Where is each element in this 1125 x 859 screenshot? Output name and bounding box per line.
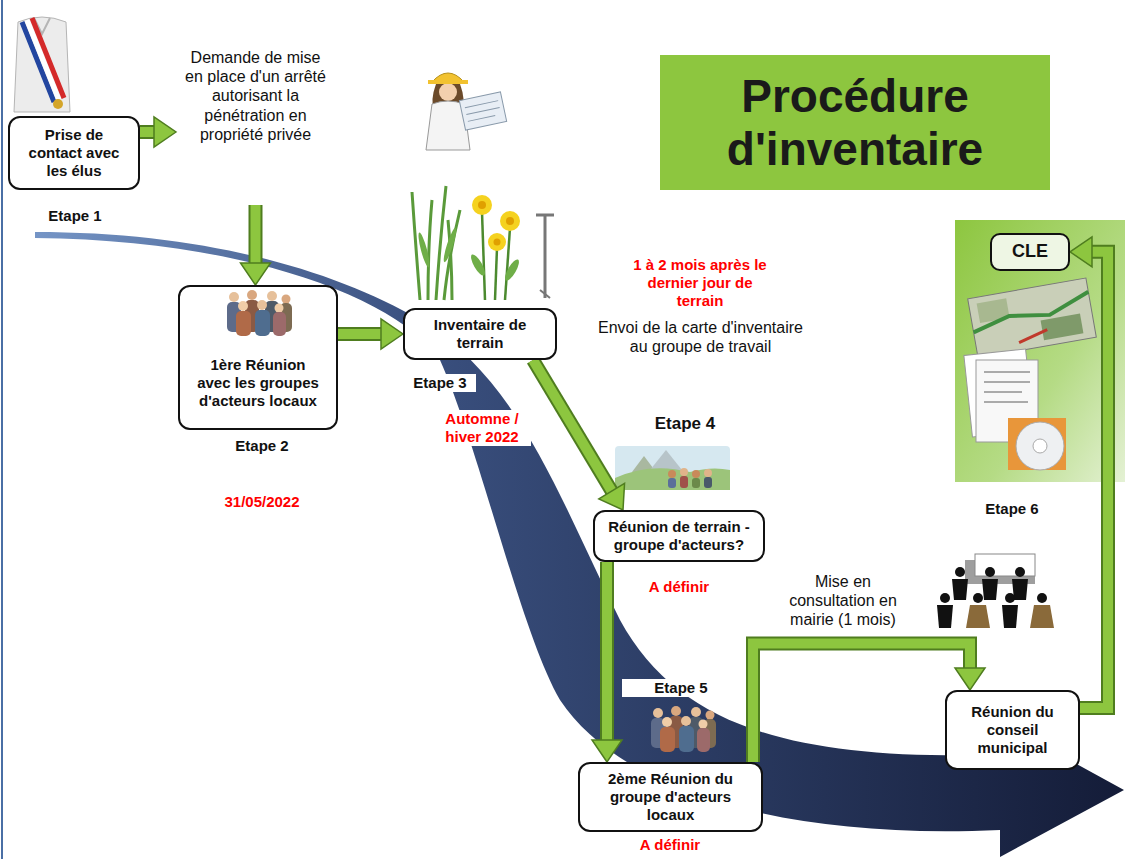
box-label: Prise de contact avec les élus — [18, 126, 130, 180]
arrow-shaft — [602, 562, 612, 740]
date-label: 31/05/2022 — [207, 493, 317, 511]
box-label: Réunion du conseil municipal — [955, 703, 1070, 757]
timing-note: 1 à 2 mois après le dernier jour de terr… — [625, 256, 775, 310]
arrow-shaft — [140, 127, 154, 137]
arrow-shaft — [753, 644, 970, 762]
margin-line — [1, 0, 3, 859]
mayor-icon — [14, 17, 70, 112]
step-box: Réunion de terrain - groupe d'acteurs? — [593, 510, 765, 562]
edge-label: Envoi de la carte d'inventaire au groupe… — [598, 318, 803, 356]
arrow-shaft — [251, 205, 261, 263]
box-label: CLE — [1012, 241, 1048, 263]
arrow-head — [1070, 237, 1092, 267]
arrow-head — [599, 483, 625, 510]
landscape-icon — [615, 446, 730, 490]
step-box: Inventaire de terrain — [403, 308, 557, 360]
step-label: Etape 4 — [645, 414, 725, 434]
title-text: Procédure d'inventaire — [660, 70, 1050, 176]
flow-arrow — [533, 360, 625, 510]
step-label: Etape 5 — [622, 679, 740, 697]
group-icon — [651, 706, 716, 752]
arrow-head — [592, 740, 622, 762]
arrow-outline — [753, 644, 970, 762]
step-label: Etape 1 — [35, 207, 115, 225]
group-icon — [227, 290, 292, 336]
step-label: Etape 3 — [404, 374, 476, 392]
council-icon — [937, 554, 1054, 628]
step-box: Prise de contact avec les élus — [8, 116, 140, 190]
flow-arrow — [338, 319, 403, 349]
date-label: Automne / hiver 2022 — [433, 410, 531, 446]
arrow-head — [955, 668, 985, 690]
cle-box: CLE — [990, 233, 1070, 271]
meeting-box: 2ème Réunion du groupe d'acteurs locaux — [578, 762, 763, 832]
date-label: A définir — [639, 578, 719, 596]
arrow-shaft — [338, 329, 381, 339]
date-label: A définir — [630, 836, 710, 854]
step-box: Réunion du conseil municipal — [945, 690, 1080, 770]
arrow-shaft — [1080, 252, 1108, 708]
edge-label: Demande de mise en place d'un arrêté aut… — [183, 48, 328, 144]
arrow-outline — [600, 562, 614, 740]
step-label: Etape 6 — [976, 500, 1048, 518]
arrow-outline — [533, 360, 612, 491]
box-label: Réunion de terrain - groupe d'acteurs? — [603, 518, 755, 554]
arrow-head — [381, 319, 403, 349]
meeting-box: 1ère Réunion avec les groupes d'acteurs … — [178, 285, 338, 430]
flow-arrow — [1070, 237, 1108, 708]
cle-panel — [955, 220, 1125, 482]
arrow-head — [241, 263, 271, 285]
arrow-outline — [249, 205, 263, 263]
box-label: 2ème Réunion du groupe d'acteurs locaux — [588, 770, 753, 824]
arrow-outline — [1080, 252, 1108, 708]
arrow-outline — [338, 327, 381, 341]
arrow-shaft — [533, 360, 612, 491]
botanist-icon — [412, 73, 554, 300]
box-label: Inventaire de terrain — [413, 316, 547, 352]
step-label: Etape 2 — [222, 437, 302, 455]
title-box: Procédure d'inventaire — [660, 55, 1050, 190]
flow-arrow — [592, 562, 622, 762]
edge-label: Mise en consultation en mairie (1 mois) — [778, 572, 908, 630]
arrow-head — [154, 117, 176, 147]
box-label: 1ère Réunion avec les groupes d'acteurs … — [194, 356, 322, 410]
arrow-outline — [140, 125, 154, 139]
